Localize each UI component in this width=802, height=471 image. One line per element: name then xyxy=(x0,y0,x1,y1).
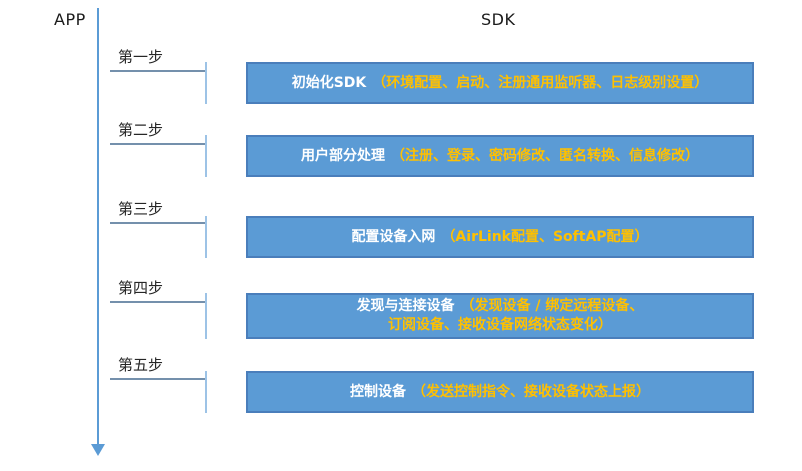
step-1-connector-line xyxy=(110,70,207,72)
step-4-sdk-box: 发现与连接设备 （发现设备 / 绑定远程设备、 订阅设备、接收设备网络状态变化） xyxy=(246,293,754,339)
app-column-label: APP xyxy=(54,10,86,29)
step-4-box-desc-line2: 订阅设备、接收设备网络状态变化） xyxy=(388,317,612,333)
step-5-box-desc: （发送控制指令、接收设备状态上报） xyxy=(412,383,650,400)
step-3-box-title: 配置设备入网 xyxy=(351,228,436,245)
step-2-box-title: 用户部分处理 xyxy=(301,147,385,164)
step-5-sdk-box: 控制设备 （发送控制指令、接收设备状态上报） xyxy=(246,371,754,413)
arrow-down-icon xyxy=(91,444,105,456)
step-4-label: 第四步 xyxy=(118,279,164,297)
step-1-box-desc: （环境配置、启动、注册通用监听器、日志级别设置） xyxy=(372,74,709,91)
step-2-connector-line xyxy=(110,143,207,145)
step-4-box-title: 发现与连接设备 xyxy=(356,298,455,314)
step-5-label: 第五步 xyxy=(118,356,164,374)
step-5-connector-tick xyxy=(205,371,207,413)
step-3-connector-tick xyxy=(205,216,207,258)
step-3-box-desc: （AirLink配置、SoftAP配置） xyxy=(441,228,649,245)
step-1-sdk-box: 初始化SDK （环境配置、启动、注册通用监听器、日志级别设置） xyxy=(246,62,754,104)
step-2-box-desc: （注册、登录、密码修改、匿名转换、信息修改） xyxy=(391,147,699,164)
step-4-connector-tick xyxy=(205,293,207,339)
sdk-column-label: SDK xyxy=(481,10,516,29)
step-3-label: 第三步 xyxy=(118,200,164,218)
step-5-box-title: 控制设备 xyxy=(350,383,406,400)
step-5-connector-line xyxy=(110,378,207,380)
step-4-box-desc: （发现设备 / 绑定远程设备、 xyxy=(460,298,644,314)
step-4-connector-line xyxy=(110,301,207,303)
step-2-sdk-box: 用户部分处理 （注册、登录、密码修改、匿名转换、信息修改） xyxy=(246,135,754,177)
app-lifeline-arrow xyxy=(97,8,99,445)
step-1-box-title: 初始化SDK xyxy=(291,74,367,91)
step-3-sdk-box: 配置设备入网 （AirLink配置、SoftAP配置） xyxy=(246,216,754,258)
step-1-label: 第一步 xyxy=(118,48,164,66)
step-2-connector-tick xyxy=(205,135,207,177)
step-1-connector-tick xyxy=(205,62,207,104)
step-2-label: 第二步 xyxy=(118,121,164,139)
step-3-connector-line xyxy=(110,222,207,224)
